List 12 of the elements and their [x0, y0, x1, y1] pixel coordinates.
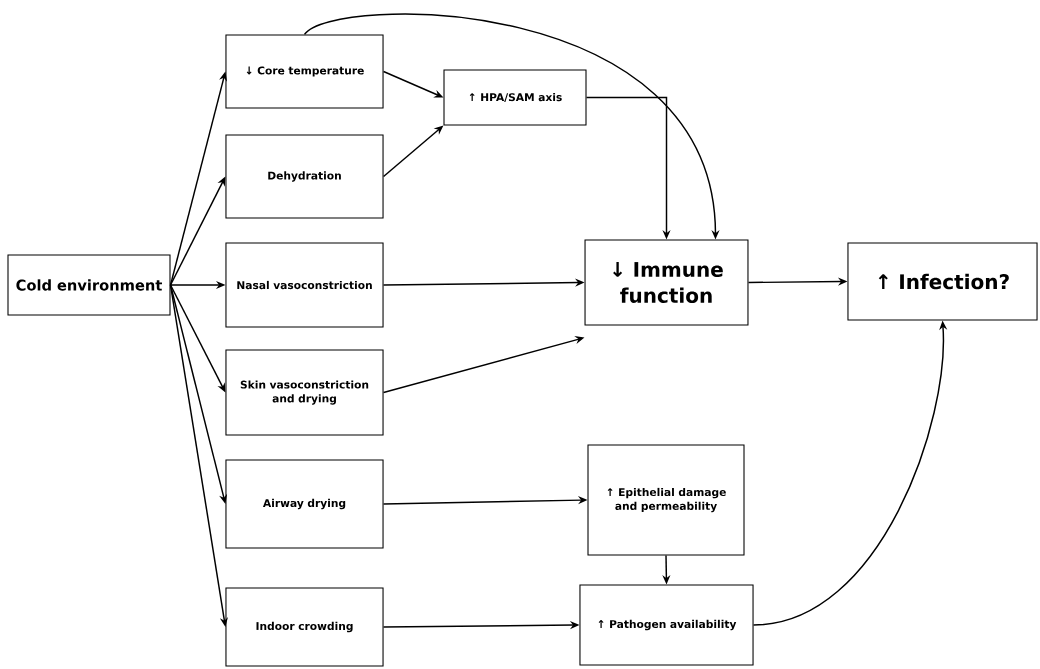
- process-box: ↑ Infection?: [847, 242, 1038, 321]
- process-box: ↑ HPA/SAM axis: [443, 69, 587, 126]
- process-box: ↑ Pathogen availability: [579, 584, 754, 666]
- process-box: Skin vasoconstriction and drying: [225, 349, 384, 436]
- process-box: Indoor crowding: [225, 587, 384, 667]
- process-box: Airway drying: [225, 459, 384, 549]
- process-box: ↓ Immune function: [584, 239, 749, 326]
- process-box: ↑ Epithelial damage and permeability: [587, 444, 745, 556]
- process-box: Nasal vasoconstriction: [225, 242, 384, 328]
- process-box: Dehydration: [225, 134, 384, 219]
- process-box: Cold environment: [7, 254, 171, 316]
- process-box: ↓ Core temperature: [225, 34, 384, 109]
